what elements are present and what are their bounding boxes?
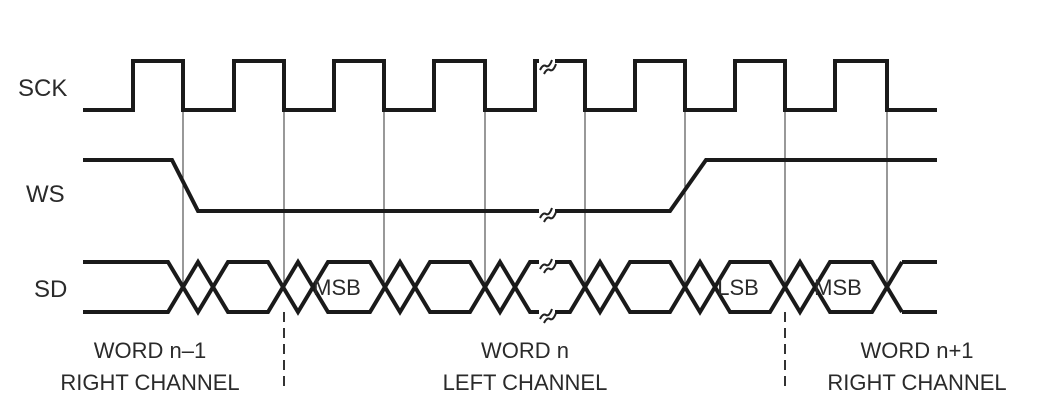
break-mark-sd-bottom (539, 304, 557, 324)
msb-label: MSB (814, 275, 862, 300)
sd-waveform-bottom (83, 258, 904, 314)
next-word-label: WORD n+1 (860, 338, 973, 363)
curr-channel-label: LEFT CHANNEL (443, 370, 608, 395)
ws-label: WS (26, 181, 65, 208)
next-channel-label: RIGHT CHANNEL (827, 370, 1006, 395)
curr-word-label: WORD n (481, 338, 569, 363)
msb-label: MSB (313, 275, 361, 300)
prev-word-label: WORD n–1 (94, 338, 206, 363)
sd-waveform-tail (902, 260, 937, 314)
lsb-label: LSB (717, 275, 759, 300)
break-mark-sd-top (539, 254, 557, 274)
ws-waveform (83, 158, 937, 213)
sd-waveform-top (83, 260, 904, 316)
break-mark-sck (539, 55, 557, 75)
prev-channel-label: RIGHT CHANNEL (60, 370, 239, 395)
sd-label: SD (34, 276, 67, 303)
sck-label: SCK (18, 75, 67, 102)
sck-waveform (83, 59, 937, 112)
time-break-marks (539, 55, 557, 324)
clock-guide-lines (182, 110, 888, 290)
break-mark-ws (539, 203, 557, 223)
